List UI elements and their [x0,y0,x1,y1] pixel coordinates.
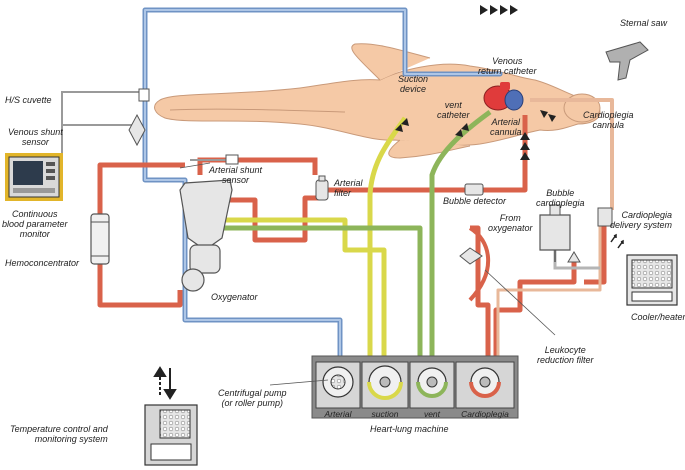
arterial-line [230,115,528,243]
temperature-control-label: Temperature control and monitoring syste… [10,424,108,444]
venous-return-catheter-label: Venous return catheter [478,56,537,76]
arterial-filter-label: Arterial filter [334,178,363,198]
cardioplegia-cannula-label: Cardioplegia cannula [583,110,634,130]
bubble-detector [464,183,484,196]
vent-catheter-label: vent catheter [437,100,470,120]
arterial-cannula-label: Arterial cannula [490,117,522,137]
sternal-saw-icon [605,41,649,81]
temperature-flow-arrows-icon [153,366,177,400]
pump-label-suction: suction [371,409,399,419]
bubble-cardioplegia-label: Bubble cardioplegia [536,188,585,208]
cardioplegia-delivery-system-label: Cardioplegia delivery system [610,210,673,230]
oxygenator [179,179,233,292]
suction-pump-icon [367,365,403,400]
arterial-filter [315,175,329,201]
from-oxygenator-label: From oxygenator [488,213,533,233]
arterial-shunt-sensor [225,154,239,165]
venous-shunt-sensor-label: Venous shunt sensor [8,127,63,147]
pump-label-vent: vent [423,409,441,419]
bubble-cardioplegia-bag [539,204,571,262]
hs-cuvette-label: H/S cuvette [5,95,52,105]
cardioplegia-delivery-box [597,207,613,227]
pump-label-arterial: Arterial [324,409,352,419]
suction-device-label: Suction device [398,74,429,94]
leukocyte-filter-label: Leukocyte reduction filter [537,345,594,365]
centrifugal-pump-label: Centrifugal pump (or roller pump) [218,388,287,408]
vent-line [429,109,492,372]
leukocyte-reduction-filter [459,226,490,302]
cardioplegia-line [530,98,614,210]
blood-parameter-monitor [5,153,63,201]
hs-cuvette [138,88,150,102]
temperature-control-unit [144,404,198,466]
bubble-detector-label: Bubble detector [443,196,507,206]
heart-lung-machine-label: Heart-lung machine [370,424,449,434]
venous-shunt-sensor [128,113,146,147]
arterial-shunt-sensor-label: Arterial shunt sensor [209,165,263,185]
cardioplegia-flow-arrows-icon [610,233,624,249]
hemoconcentrator [90,213,110,265]
hemoconcentrator-label: Hemoconcentrator [5,258,80,268]
oxygenator-label: Oxygenator [211,292,258,302]
flow-arrows [395,5,556,160]
pump-label-cardioplegia: Cardioplegia [461,409,509,419]
heart-icon [483,82,524,111]
arterial-pump-icon [322,366,354,398]
vent-pump-icon [416,367,448,398]
cardioplegia-pump-icon [469,367,501,398]
blood-parameter-monitor-label: Continuous blood parameter monitor [2,209,68,239]
cooler-heater [626,254,678,306]
cooler-heater-label: Cooler/heater [631,312,685,322]
sternal-saw-label: Sternal saw [620,18,668,28]
